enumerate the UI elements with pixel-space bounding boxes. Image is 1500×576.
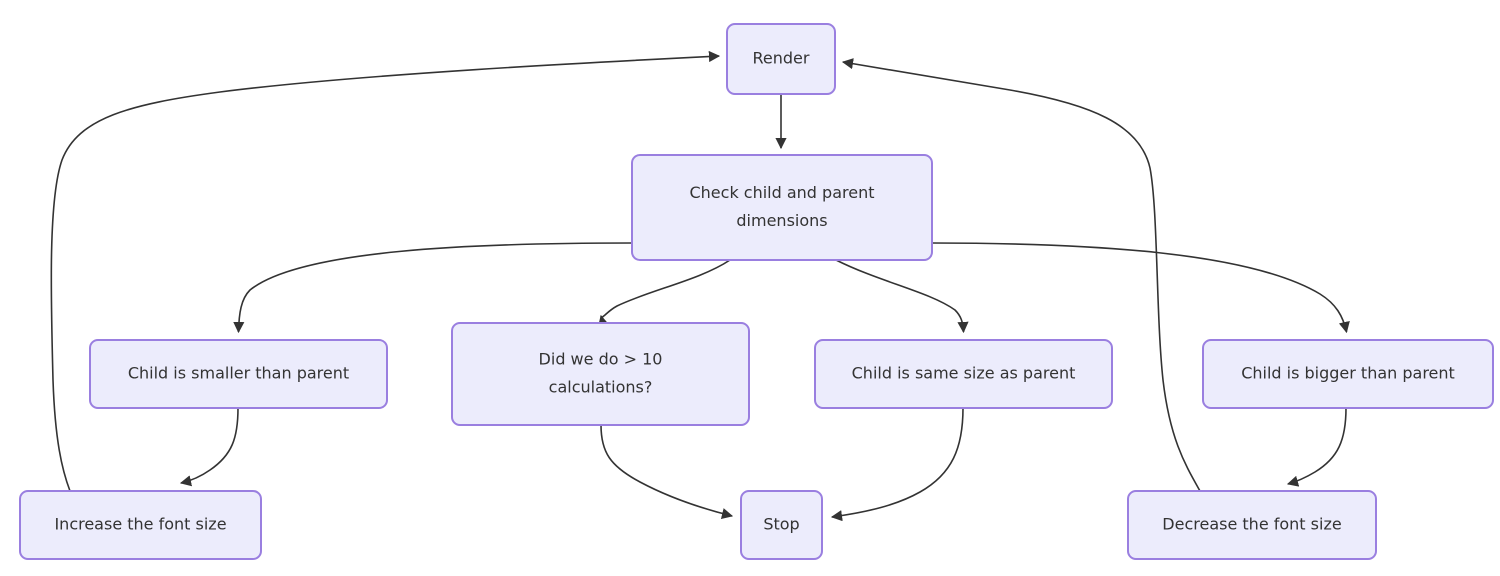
node-increase[interactable]: Increase the font size: [19, 490, 262, 560]
node-stop[interactable]: Stop: [740, 490, 823, 560]
edge-calcs-stop[interactable]: [600, 424, 734, 519]
edge-decrease-render[interactable]: [841, 58, 1201, 492]
edge-smaller-increase[interactable]: [179, 407, 239, 487]
node-box[interactable]: [19, 490, 262, 560]
node-box[interactable]: [89, 339, 388, 409]
node-box[interactable]: [814, 339, 1113, 409]
edge-bigger-decrease[interactable]: [1286, 407, 1347, 487]
edge-check-calcs[interactable]: [598, 259, 731, 328]
node-box[interactable]: [451, 322, 750, 426]
edge-check-same[interactable]: [835, 259, 969, 334]
node-box[interactable]: [726, 23, 836, 95]
node-render[interactable]: Render: [726, 23, 836, 95]
node-box[interactable]: [1127, 490, 1377, 560]
edge-check-smaller[interactable]: [233, 242, 633, 334]
node-box[interactable]: [1202, 339, 1494, 409]
node-same[interactable]: Child is same size as parent: [814, 339, 1113, 409]
node-decrease[interactable]: Decrease the font size: [1127, 490, 1377, 560]
edge-increase-render[interactable]: [50, 50, 721, 492]
node-smaller[interactable]: Child is smaller than parent: [89, 339, 388, 409]
edge-same-stop[interactable]: [830, 407, 964, 522]
node-bigger[interactable]: Child is bigger than parent: [1202, 339, 1494, 409]
edges-layer: [50, 50, 1350, 522]
node-box[interactable]: [631, 154, 933, 261]
edge-check-bigger[interactable]: [931, 242, 1350, 334]
node-box[interactable]: [740, 490, 823, 560]
